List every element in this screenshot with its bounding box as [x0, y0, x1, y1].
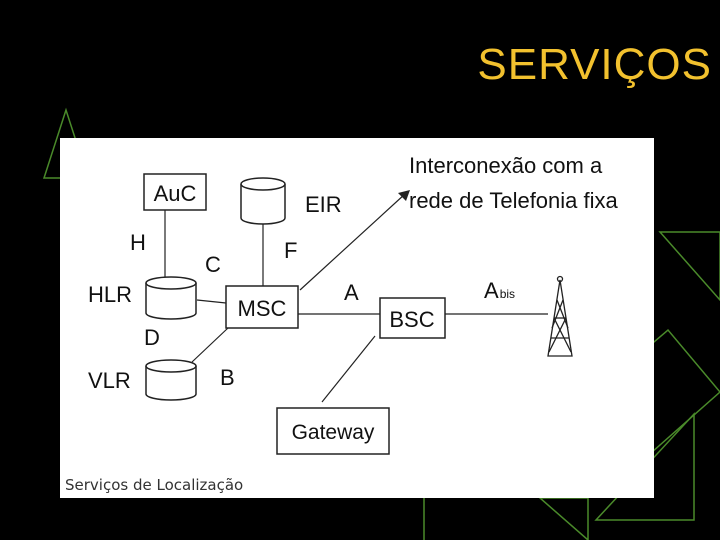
bsc-label: BSC — [389, 307, 434, 332]
arrowhead-icon — [398, 190, 410, 201]
diagram-caption: Serviços de Localização — [65, 476, 244, 494]
msc-label: MSC — [238, 296, 287, 321]
interface-d-label: D — [144, 325, 160, 350]
vlr-database-icon — [145, 359, 197, 401]
msc-node — [225, 285, 299, 329]
interface-abis-label: Abis — [484, 278, 515, 303]
interface-h-label: H — [130, 230, 146, 255]
link-bsc-gateway — [321, 335, 376, 403]
interface-a-label: A — [344, 280, 359, 305]
gateway-label: Gateway — [292, 421, 375, 444]
link-msc-fixed-network — [299, 193, 406, 291]
bsc-node — [379, 297, 446, 339]
hlr-database-icon — [145, 276, 197, 320]
external-network-line1: Interconexão com a — [409, 153, 603, 178]
link-vlr-msc — [191, 327, 229, 363]
interface-c-label: C — [205, 252, 221, 277]
external-network-line2: rede de Telefonia fixa — [409, 188, 619, 213]
interface-f-label: F — [284, 238, 297, 263]
hlr-label: HLR — [88, 282, 132, 307]
deco-triangle-right — [658, 231, 720, 302]
antenna-tower-icon — [547, 275, 573, 357]
slide-title: SERVIÇOS — [477, 40, 712, 89]
vlr-label: VLR — [88, 368, 131, 393]
auc-node — [143, 173, 207, 211]
diagram-panel: AuC EIR HLR VLR MSC BSC Gateway — [60, 138, 654, 498]
eir-label: EIR — [305, 192, 342, 217]
auc-label: AuC — [154, 181, 197, 206]
interface-b-label: B — [220, 365, 235, 390]
gateway-node — [276, 407, 390, 455]
eir-database-icon — [240, 177, 286, 225]
link-hlr-msc — [196, 299, 227, 304]
gsm-architecture-diagram: AuC EIR HLR VLR MSC BSC Gateway — [88, 153, 619, 455]
deco-triangle-bottom — [538, 497, 589, 540]
